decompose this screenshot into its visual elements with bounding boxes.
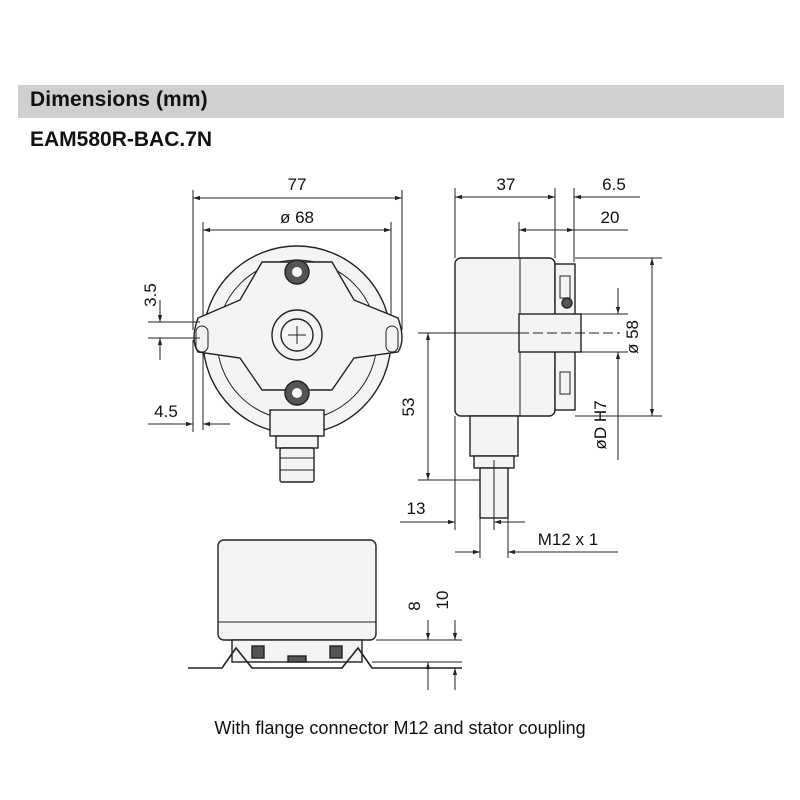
figure-caption: With flange connector M12 and stator cou… (214, 718, 586, 738)
section-header-bar: Dimensions (mm) (18, 85, 784, 118)
section-title: Dimensions (mm) (30, 88, 208, 111)
dim-77-label: 77 (288, 175, 307, 194)
dim-13-label: 13 (407, 499, 426, 518)
side-view: 37 6.5 20 ø 58 øD H7 (399, 175, 662, 558)
dim-10-label: 10 (433, 591, 452, 610)
side-connector-base (469, 415, 519, 457)
front-view: 77 ø 68 3.5 4.5 (141, 175, 403, 483)
dim-53-label: 53 (399, 398, 418, 417)
dim-d-h7-label: øD H7 (591, 400, 610, 449)
front-connector-base (269, 409, 325, 437)
encoder-housing-top (217, 539, 377, 641)
dim-8-label: 8 (405, 601, 424, 610)
model-number: EAM580R-BAC.7N (30, 128, 213, 151)
front-connector-m12 (279, 447, 315, 483)
stator-coupling-profile (188, 646, 462, 669)
dim-58-label: ø 58 (623, 320, 642, 354)
dim-68-label: ø 68 (280, 208, 314, 227)
dim-3-5-label: 3.5 (141, 283, 160, 307)
dim-20-label: 20 (601, 208, 620, 227)
dim-m12-label: M12 x 1 (538, 530, 598, 549)
dim-4-5-label: 4.5 (154, 402, 178, 421)
top-view: 8 10 (188, 539, 462, 690)
dim-6-5-label: 6.5 (602, 175, 626, 194)
dim-37-label: 37 (497, 175, 516, 194)
